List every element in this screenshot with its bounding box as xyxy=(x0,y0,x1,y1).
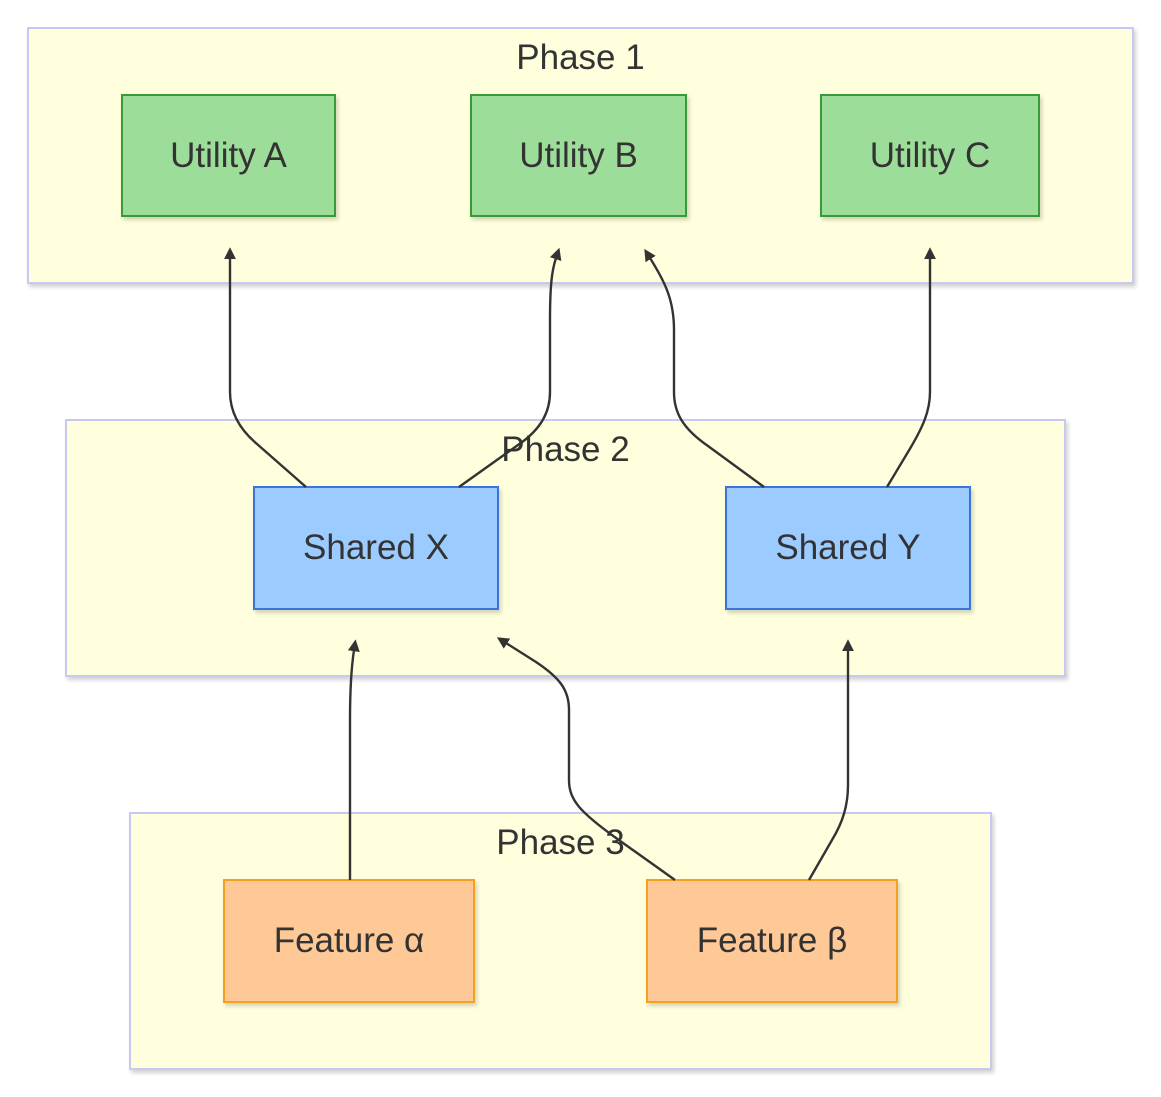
edge-shared-y-to-utility-c xyxy=(885,247,936,488)
edge-feature-beta-to-shared-x xyxy=(496,637,676,881)
utility-a-node[interactable]: Utility A xyxy=(121,94,336,217)
utility-b-node[interactable]: Utility B xyxy=(470,94,687,217)
feature-beta-node[interactable]: Feature β xyxy=(646,879,898,1003)
shared-x-node[interactable]: Shared X xyxy=(253,486,499,610)
feature-alpha-node[interactable]: Feature α xyxy=(223,879,475,1003)
phase-1-label: Phase 1 xyxy=(516,38,645,77)
phase-3-label: Phase 3 xyxy=(496,823,625,862)
edge-feature-alpha-to-shared-x xyxy=(347,639,360,880)
edge-shared-x-to-utility-a xyxy=(224,247,307,488)
edge-shared-x-to-utility-b xyxy=(458,247,562,488)
utility-c-node[interactable]: Utility C xyxy=(820,94,1040,217)
edge-shared-y-to-utility-b xyxy=(644,248,765,488)
shared-y-node[interactable]: Shared Y xyxy=(725,486,971,610)
edge-feature-beta-to-shared-y xyxy=(807,639,854,881)
phase-2-label: Phase 2 xyxy=(501,430,630,469)
